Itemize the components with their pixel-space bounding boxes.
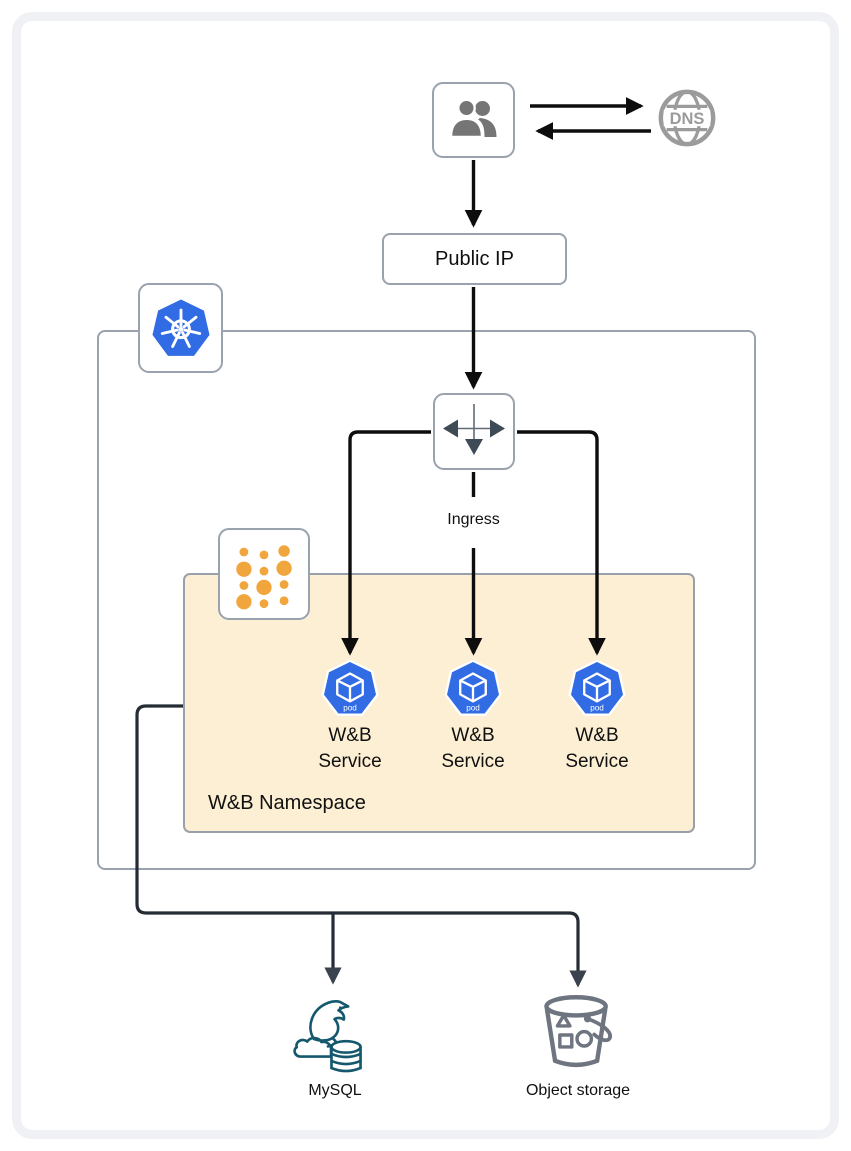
namespace-label: W&B Namespace: [208, 792, 366, 814]
namespace-icon-box: [218, 528, 310, 620]
ingress-label: Ingress: [447, 511, 500, 528]
pod-badge: pod: [466, 704, 480, 713]
pod-icon: pod: [568, 659, 626, 716]
ingress-left-arrowhead: [443, 419, 458, 438]
mysql-label: MySQL: [308, 1082, 362, 1099]
page-frame: [12, 12, 839, 1139]
kubernetes-icon: [151, 299, 210, 356]
namespace-dots-icon: [236, 545, 292, 610]
public-ip-box: Public IP: [382, 233, 567, 285]
pod-label-2: W&B Service: [441, 725, 505, 772]
pod-badge: pod: [343, 704, 357, 713]
ingress-icon: [443, 404, 505, 455]
kubernetes-logo-box: [138, 283, 223, 373]
pod-node-3: pod: [568, 659, 626, 717]
dns-label: DNS: [670, 110, 705, 128]
ingress-down-arrowhead: [465, 439, 483, 455]
mysql-icon: [293, 999, 362, 1073]
pod-icon: pod: [321, 659, 379, 716]
pod-icon: pod: [444, 659, 502, 716]
public-ip-label: Public IP: [435, 247, 514, 270]
dns-icon: DNS: [658, 89, 716, 147]
object-storage-icon: [544, 995, 612, 1068]
pod-label-3: W&B Service: [565, 725, 629, 772]
ingress-box: [433, 393, 515, 470]
ingress-right-arrowhead: [490, 419, 505, 438]
pod-label-1: W&B Service: [318, 725, 382, 772]
pod-node-2: pod: [444, 659, 502, 717]
object-storage-label: Object storage: [525, 1082, 631, 1099]
pod-node-1: pod: [321, 659, 379, 717]
users-icon: [449, 98, 496, 139]
users-box: [432, 82, 515, 158]
pod-badge: pod: [590, 704, 604, 713]
